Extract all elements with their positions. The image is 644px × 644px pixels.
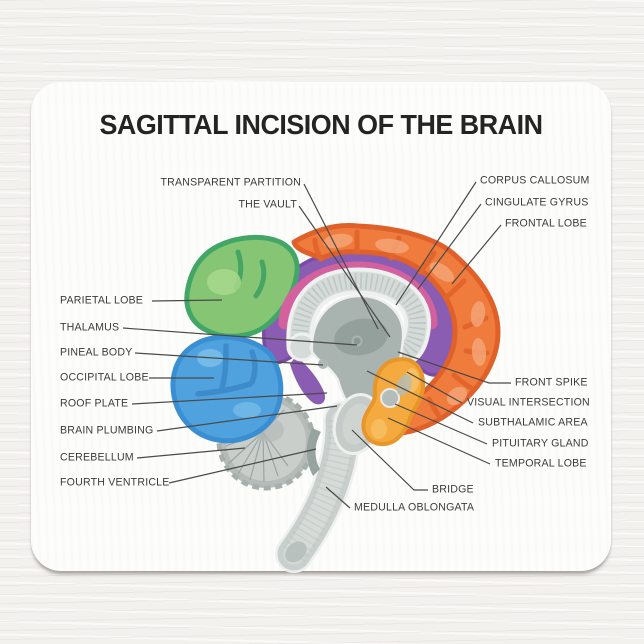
leader-line-thalamus (122, 327, 358, 346)
leader-lines (122, 181, 511, 509)
leader-line-cingulate-gyrus (417, 203, 482, 290)
diagram-title: SAGITTAL INCISION OF THE BRAIN (99, 109, 543, 140)
occipital-lobe-shape (170, 334, 284, 444)
leader-line-brain-plumbing (156, 405, 338, 432)
leader-line-medulla-oblongata (325, 486, 351, 509)
cerebral-peduncle (396, 374, 412, 396)
temporal-gray-notch (380, 388, 400, 408)
parietal-lobe-shape (184, 234, 300, 339)
spinal-cord-tip (285, 541, 307, 563)
interthalamic-dot (351, 335, 363, 347)
label-pineal-body: PINEAL BODY (60, 346, 133, 359)
leader-line-front-spike (397, 351, 511, 384)
leader-line-visual-intersection (406, 371, 463, 404)
label-parietal-lobe: PARIETAL LOBE (60, 294, 144, 307)
label-pituitary-gland: PITUITARY GLAND (492, 437, 589, 450)
label-bridge: BRIDGE (432, 483, 474, 496)
fourth-ventricle-shape (306, 428, 321, 476)
frontal-gyri-highlights (323, 233, 487, 406)
temporal-highlight-2 (371, 419, 387, 439)
label-cerebellum: CEREBELLUM (60, 451, 134, 464)
leader-line-fourth-ventricle (168, 448, 317, 484)
label-medulla-oblongata: MEDULLA OBLONGATA (354, 501, 475, 514)
label-front-spike: FRONT SPIKE (515, 376, 588, 389)
leader-line-parietal-lobe (151, 299, 223, 302)
parietal-base (184, 234, 300, 339)
occipital-sulci (195, 343, 258, 397)
label-brain-plumbing: BRAIN PLUMBING (60, 424, 154, 437)
leader-line-pituitary-gland (394, 403, 488, 445)
temporal-lobe-shape (361, 357, 426, 447)
label-frontal-lobe: FRONTAL LOBE (505, 217, 587, 230)
leader-line-subthalamic-area (366, 370, 474, 424)
label-visual-intersection: VISUAL INTERSECTION (467, 396, 590, 409)
leader-line-the-vault (298, 205, 391, 338)
leader-line-corpus-callosum (395, 181, 477, 306)
brainstem-ribbing (283, 419, 356, 562)
thalamus-body (334, 318, 388, 356)
pineal-body-shape (318, 359, 328, 369)
label-fourth-ventricle: FOURTH VENTRICLE (60, 476, 170, 489)
label-cingulate-gyrus: CINGULATE GYRUS (485, 196, 589, 209)
parietal-highlight (207, 269, 241, 295)
label-occipital-lobe: OCCIPITAL LOBE (60, 371, 149, 384)
leader-line-cerebellum (136, 447, 246, 459)
corpus-callosum-striations (291, 272, 426, 362)
label-corpus-callosum: CORPUS CALLOSUM (480, 174, 590, 187)
label-subthalamic-area: SUBTHALAMIC AREA (478, 416, 588, 429)
leader-line-frontal-lobe (451, 224, 502, 285)
label-roof-plate: ROOF PLATE (60, 397, 129, 410)
label-temporal-lobe: TEMPORAL LOBE (495, 457, 587, 470)
label-thalamus: THALAMUS (60, 321, 120, 334)
leader-line-temporal-lobe (387, 417, 491, 465)
leader-line-bridge (351, 429, 428, 491)
cingulate-tail (290, 356, 326, 405)
leader-line-pineal-body (134, 352, 324, 366)
occipital-highlight-2 (233, 402, 261, 418)
label-the-vault: THE VAULT (238, 198, 297, 211)
leader-line-roof-plate (131, 392, 328, 405)
leader-line-transparent-partition (303, 183, 379, 330)
label-transparent-partition: TRANSPARENT PARTITION (160, 176, 301, 189)
